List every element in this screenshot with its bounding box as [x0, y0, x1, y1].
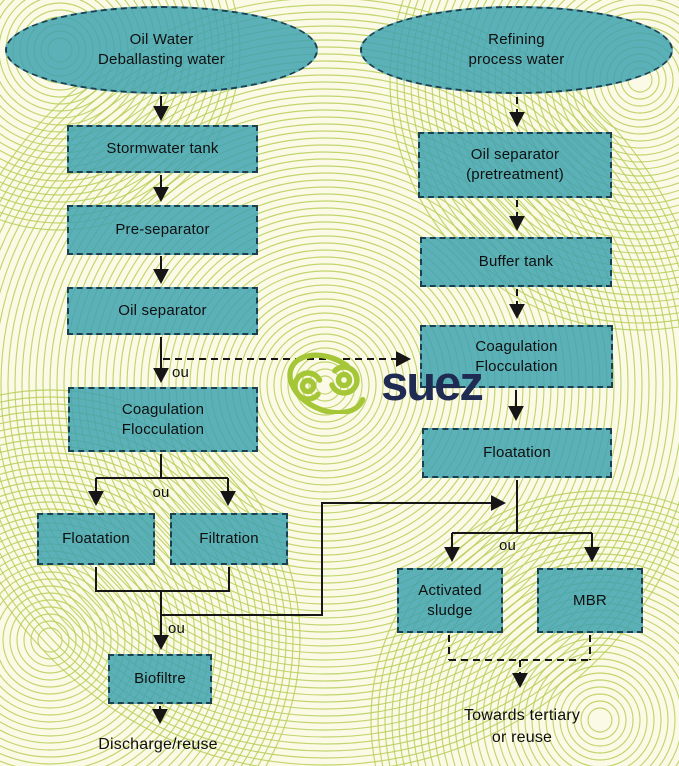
- node-label: Flocculation: [121, 420, 205, 438]
- tertiary-reuse-line1: Towards tertiary: [463, 707, 581, 724]
- node-filtration: Filtration: [170, 513, 288, 565]
- node-label: Deballasting water: [98, 51, 225, 68]
- node-label: MBR: [573, 591, 607, 609]
- line-rfloatation-fork: [452, 480, 592, 534]
- node-label: Activated: [418, 581, 482, 599]
- node-label: Refining: [488, 31, 545, 48]
- tertiary-reuse-label: Towards tertiary or reuse: [422, 705, 622, 749]
- node-label: Flocculation: [475, 357, 558, 375]
- node-label: Stormwater tank: [106, 140, 219, 157]
- node-label: process water: [468, 51, 565, 68]
- node-label: Floatation: [62, 530, 130, 547]
- suez-logo: suez: [281, 352, 516, 414]
- node-label: Pre-separator: [115, 221, 210, 238]
- node-label: Filtration: [199, 530, 259, 547]
- node-pre-separator: Pre-separator: [67, 205, 258, 255]
- suez-swirl-icon: [287, 352, 367, 414]
- node-oil-separator-right: Oil separator (pretreatment): [418, 132, 612, 198]
- node-stormwater-tank: Stormwater tank: [67, 125, 258, 173]
- node-label: (pretreatment): [466, 166, 564, 183]
- node-biofilter: Biofiltre: [108, 654, 212, 704]
- node-mbr: MBR: [537, 568, 643, 633]
- node-label: Oil separator: [118, 302, 207, 319]
- or-label-biofilter: ou: [168, 620, 186, 637]
- node-buffer-tank: Buffer tank: [420, 237, 612, 287]
- arrow-crosslink-right-fork: [161, 495, 507, 616]
- node-refining-source: Refining process water: [360, 6, 673, 94]
- line-coagulation-fork: [96, 454, 228, 479]
- or-label-crosslink: ou: [172, 364, 190, 381]
- line-merge-right: [448, 635, 591, 661]
- or-label-right-fork: ou: [499, 537, 517, 554]
- discharge-reuse-label: Discharge/reuse: [98, 736, 218, 753]
- tertiary-reuse-line2: or reuse: [491, 729, 553, 746]
- node-floatation-left: Floatation: [37, 513, 155, 565]
- or-label-left-fork: ou: [152, 484, 170, 501]
- node-coagulation-left: Coagulation Flocculation: [68, 387, 258, 452]
- node-label: sludge: [427, 601, 473, 619]
- node-floatation-right: Floatation: [422, 428, 612, 478]
- line-merge-left: [95, 567, 230, 592]
- node-label: Coagulation: [121, 400, 205, 418]
- node-label: Floatation: [483, 444, 551, 461]
- node-activated-sludge: Activated sludge: [397, 568, 503, 633]
- node-label: Coagulation: [475, 337, 558, 355]
- node-coagulation-right: Coagulation Flocculation: [420, 325, 613, 388]
- suez-wordmark: suez: [381, 356, 484, 411]
- node-label: Oil separator: [470, 146, 560, 163]
- node-label: Biofiltre: [134, 670, 186, 687]
- node-label: Buffer tank: [478, 253, 554, 270]
- node-oil-water-source: Oil Water Deballasting water: [5, 6, 318, 94]
- node-oil-separator-left: Oil separator: [67, 287, 258, 335]
- node-label: Oil Water: [129, 31, 194, 48]
